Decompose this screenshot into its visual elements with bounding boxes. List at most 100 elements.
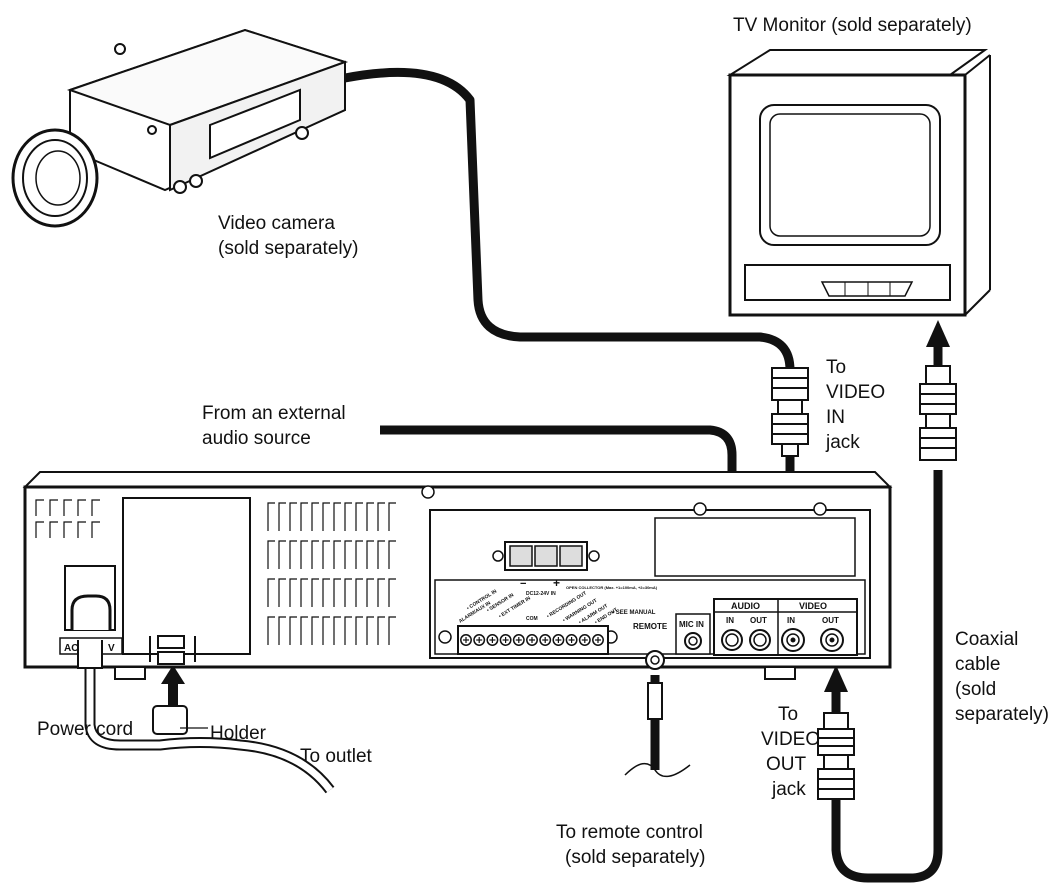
tv-monitor-label: TV Monitor (sold separately): [733, 15, 972, 36]
vent-slot: [300, 616, 308, 645]
vent-slot: [311, 502, 319, 531]
vent-slot: [278, 616, 286, 645]
vent-slot: [355, 616, 363, 645]
vent-slot: [311, 540, 319, 569]
mic-in-jack-inner: [688, 636, 698, 646]
vent-slot: [355, 502, 363, 531]
vent-slot: [91, 521, 100, 538]
holder-arrow-shaft: [168, 680, 178, 706]
vent-slot: [355, 578, 363, 607]
vent-slot: [35, 521, 44, 538]
vent-slot: [322, 616, 330, 645]
coaxial-label-line1: Coaxial: [955, 629, 1019, 650]
coaxial-label-line3: (sold: [955, 679, 997, 700]
vent-slot: [388, 616, 396, 645]
vent-slot: [366, 578, 374, 607]
video-out-label: OUT: [822, 616, 839, 625]
video-camera-label-line2: (sold separately): [218, 238, 359, 259]
dc-label: DC12-24V IN: [526, 591, 556, 597]
vent-slot: [333, 578, 341, 607]
vent-slot: [311, 578, 319, 607]
av-block: [713, 598, 858, 656]
vent-slot: [267, 578, 275, 607]
vent-slot: [355, 540, 363, 569]
bnc-video-out: [817, 712, 855, 800]
video-camera-label-line1: Video camera: [218, 213, 335, 234]
vent-slot: [77, 499, 86, 516]
vent-slot: [388, 578, 396, 607]
vent-slot: [35, 499, 44, 516]
vent-slot: [333, 616, 341, 645]
audio-source-label-line2: audio source: [202, 428, 311, 449]
vent-slot: [91, 499, 100, 516]
vent-slot: [289, 540, 297, 569]
mic-in-label: MIC IN: [679, 620, 704, 629]
vent-slot: [289, 578, 297, 607]
vent-slot: [289, 616, 297, 645]
bnc-video-in: [771, 367, 809, 457]
video-out-arrow: [824, 665, 848, 692]
audio-cable: [380, 425, 737, 565]
vent-slot: [377, 616, 385, 645]
vent-slot: [366, 616, 374, 645]
holder-label: Holder: [210, 723, 266, 744]
vent-slot: [267, 616, 275, 645]
vent-slot: [344, 578, 352, 607]
vent-slot: [289, 502, 297, 531]
vent-slot: [322, 502, 330, 531]
open-collector-label: OPEN COLLECTOR (Max. +1=100mA, +2=30mA): [566, 585, 658, 590]
video-in-label-line3: IN: [826, 407, 845, 428]
vent-slot: [366, 540, 374, 569]
vent-slot: [278, 578, 286, 607]
power-cord-label: Power cord: [37, 719, 134, 740]
vent-slot: [333, 540, 341, 569]
terminal-screws: [460, 634, 604, 646]
coaxial-label-line2: cable: [955, 654, 1001, 675]
vent-slot: [388, 540, 396, 569]
remote-cable-break: [624, 762, 691, 778]
video-in-label-line1: To: [826, 357, 847, 378]
remote-jack-inner: [650, 655, 660, 665]
camera-video-cable: [344, 67, 795, 371]
ac-label: AC: [64, 643, 78, 654]
audio-in-label: IN: [726, 616, 734, 625]
cord-holder: [152, 705, 188, 735]
coaxial-cable: [831, 470, 943, 883]
video-out-label-line3: OUT: [766, 754, 807, 775]
vent-slot: [388, 502, 396, 531]
remote-control-label-line2: (sold separately): [565, 847, 706, 868]
vent-group-center: [267, 502, 396, 645]
vent-slot: [344, 540, 352, 569]
dc-plus: +: [553, 576, 560, 590]
vent-slot: [344, 502, 352, 531]
remote-label: REMOTE: [633, 622, 668, 631]
vent-slot: [333, 502, 341, 531]
video-out-label-line1: To: [778, 704, 799, 725]
video-camera: [11, 28, 349, 228]
remote-plug: [647, 682, 663, 720]
bnc-monitor: [919, 365, 957, 461]
video-in-label-line4: jack: [826, 432, 860, 453]
vent-group-left: [35, 499, 100, 538]
vent-slot: [300, 578, 308, 607]
ac-voltage: V: [108, 643, 115, 654]
coaxial-label-line4: separately): [955, 704, 1049, 725]
vent-slot: [377, 578, 385, 607]
vent-slot: [267, 540, 275, 569]
ac-inlet: [59, 565, 123, 669]
video-out-label-line4: jack: [772, 779, 806, 800]
holder-slots: [149, 635, 196, 665]
vent-slot: [366, 502, 374, 531]
audio-source-label-line1: From an external: [202, 403, 346, 424]
video-in-label: IN: [787, 616, 795, 625]
audio-out-label: OUT: [750, 616, 767, 625]
dc-minus: −: [520, 578, 526, 590]
remote-control-label-line1: To remote control: [556, 822, 703, 843]
tv-monitor: [726, 49, 991, 317]
video-out-label-line2: VIDEO: [761, 729, 821, 750]
holder-arrow: [161, 665, 185, 684]
vent-slot: [377, 540, 385, 569]
video-in-label-line2: VIDEO: [826, 382, 886, 403]
